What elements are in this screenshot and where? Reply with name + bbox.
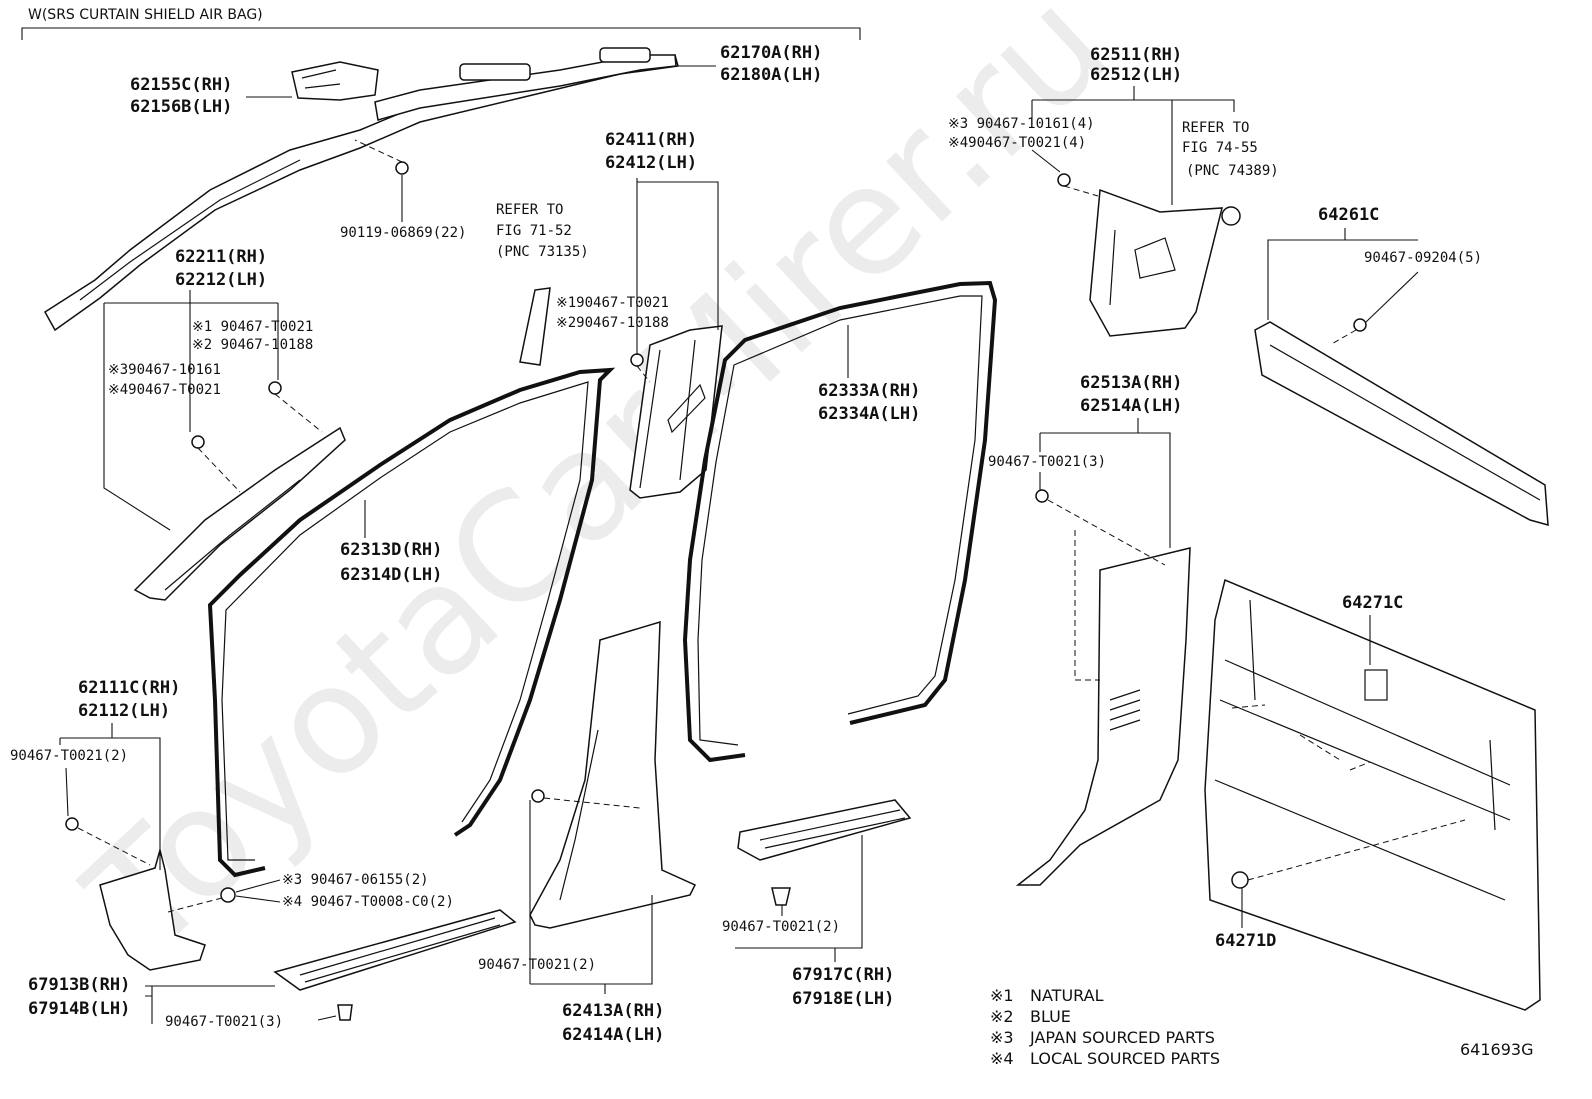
callout-bpillar-clips: ※190467-T0021 ※290467-10188 bbox=[556, 295, 669, 331]
part-number-label: 90467-T0021(2) bbox=[478, 957, 596, 973]
part-number-label: 62412(LH) bbox=[605, 153, 697, 173]
part-number-label: (PNC 74389) bbox=[1186, 163, 1279, 179]
callout-90467-06155: ※3 90467-06155(2) ※4 90467-T0008-C0(2) bbox=[235, 872, 454, 910]
front-door-weatherstrip bbox=[207, 367, 616, 878]
ref-fig-74-55: REFER TO FIG 74-55 (PNC 74389) bbox=[1182, 120, 1279, 179]
part-number-label: ※490467-T0021 bbox=[108, 382, 221, 398]
part-number-label: ※290467-10188 bbox=[556, 315, 669, 331]
part-number-label: 62156B(LH) bbox=[130, 97, 232, 117]
rear-scuff-plate bbox=[737, 799, 912, 906]
part-number-label: 62211(RH) bbox=[175, 247, 267, 267]
part-number-label: 67917C(RH) bbox=[792, 965, 894, 985]
part-number-label: ※3 90467-06155(2) bbox=[282, 872, 429, 888]
part-number-label: 62314D(LH) bbox=[340, 565, 442, 585]
part-number-label: FIG 71-52 bbox=[496, 223, 572, 239]
part-number-label: 62112(LH) bbox=[78, 701, 170, 721]
callout-62211: 62211(RH) 62212(LH) ※1 90467-T0021 ※2 90… bbox=[103, 247, 313, 531]
quarter-trim-upper bbox=[1057, 173, 1241, 337]
legend-text-4: LOCAL SOURCED PARTS bbox=[1030, 1049, 1220, 1068]
part-number-label: REFER TO bbox=[1182, 120, 1249, 136]
part-number-label: 62334A(LH) bbox=[818, 404, 920, 424]
callout-64271c: 64271C bbox=[1342, 593, 1403, 665]
callout-64271d: 64271D bbox=[1215, 888, 1276, 951]
curtain-airbag bbox=[44, 47, 679, 332]
part-number-label: 64271C bbox=[1342, 593, 1403, 613]
part-number-label: 62411(RH) bbox=[605, 130, 697, 150]
callout-64261c: 64261C 90467-09204(5) bbox=[1267, 205, 1482, 323]
part-number-label: 90119-06869(22) bbox=[340, 225, 466, 241]
front-scuff-plate bbox=[273, 909, 517, 1021]
part-number-label: 62111C(RH) bbox=[78, 678, 180, 698]
legend-mark-3: ※3 bbox=[990, 1028, 1014, 1047]
part-number-label: ※390467-10161 bbox=[108, 362, 221, 378]
part-number-label: 62313D(RH) bbox=[340, 540, 442, 560]
callout-62313d: 62313D(RH) 62314D(LH) bbox=[340, 500, 442, 585]
legend-text-1: NATURAL bbox=[1030, 986, 1104, 1005]
callout-67913b: 67913B(RH) 67914B(LH) 90467-T0021(3) bbox=[28, 975, 337, 1030]
figure-code: 641693G bbox=[1460, 1040, 1533, 1059]
callout-upper-clips: ※3 90467-10161(4) ※490467-T0021(4) bbox=[948, 116, 1095, 173]
callout-62413a: 62413A(RH) 62414A(LH) 90467-T0021(2) bbox=[478, 800, 664, 1045]
header-label: W(SRS CURTAIN SHIELD AIR BAG) bbox=[28, 7, 263, 23]
part-number-label: 64261C bbox=[1318, 205, 1379, 225]
part-number-label: FIG 74-55 bbox=[1182, 140, 1258, 156]
callout-62513a: 62513A(RH) 62514A(LH) 90467-T0021(3) bbox=[988, 373, 1182, 548]
callout-90119: 90119-06869(22) bbox=[340, 175, 466, 241]
part-number-label: REFER TO bbox=[496, 202, 563, 218]
part-number-label: 90467-T0021(2) bbox=[722, 919, 840, 935]
part-number-label: 62155C(RH) bbox=[130, 75, 232, 95]
part-number-label: 90467-T0021(2) bbox=[10, 748, 128, 764]
part-number-label: (PNC 73135) bbox=[496, 244, 589, 260]
part-number-label: 62513A(RH) bbox=[1080, 373, 1182, 393]
legend-text-3: JAPAN SOURCED PARTS bbox=[1029, 1028, 1215, 1047]
part-number-label: 90467-09204(5) bbox=[1364, 250, 1482, 266]
header-bracket: W(SRS CURTAIN SHIELD AIR BAG) bbox=[21, 7, 861, 40]
part-number-label: 62414A(LH) bbox=[562, 1025, 664, 1045]
part-number-label: 67913B(RH) bbox=[28, 975, 130, 995]
legend-mark-1: ※1 bbox=[990, 986, 1014, 1005]
callout-62155c: 62155C(RH) 62156B(LH) bbox=[130, 75, 292, 117]
quarter-trim-lower bbox=[1015, 489, 1191, 886]
rear-door-weatherstrip bbox=[682, 280, 998, 763]
part-number-label: 67914B(LH) bbox=[28, 999, 130, 1019]
a-pillar-garnish bbox=[133, 381, 346, 601]
back-panel-64271c bbox=[1204, 578, 1541, 1011]
part-number-label: ※190467-T0021 bbox=[556, 295, 669, 311]
part-number-label: ※2 90467-10188 bbox=[192, 337, 313, 353]
side-rail-64261c bbox=[1254, 318, 1549, 527]
part-number-label: ※3 90467-10161(4) bbox=[948, 116, 1095, 132]
part-number-label: ※4 90467-T0008-C0(2) bbox=[282, 894, 454, 910]
callout-62511: 62511(RH) 62512(LH) bbox=[1031, 45, 1235, 205]
legend-mark-4: ※4 bbox=[990, 1049, 1014, 1068]
b-pillar-upper bbox=[519, 287, 723, 499]
part-number-label: 62511(RH) bbox=[1090, 45, 1182, 65]
callout-62111c: 62111C(RH) 62112(LH) 90467-T0021(2) bbox=[10, 678, 180, 870]
part-number-label: 90467-T0021(3) bbox=[988, 454, 1106, 470]
part-number-label: 90467-T0021(3) bbox=[165, 1014, 283, 1030]
b-pillar-lower bbox=[529, 620, 697, 929]
part-number-label: 62512(LH) bbox=[1090, 65, 1182, 85]
callout-62333a: 62333A(RH) 62334A(LH) bbox=[818, 325, 920, 424]
callout-67917c: 90467-T0021(2) 67917C(RH) 67918E(LH) bbox=[722, 835, 894, 1009]
part-number-label: 62212(LH) bbox=[175, 270, 267, 290]
part-number-label: 62333A(RH) bbox=[818, 381, 920, 401]
legend-text-2: BLUE bbox=[1030, 1007, 1071, 1026]
callout-62411: 62411(RH) 62412(LH) bbox=[605, 130, 719, 355]
part-number-label: 64271D bbox=[1215, 931, 1276, 951]
part-number-label: 62413A(RH) bbox=[562, 1001, 664, 1021]
cowl-side-trim bbox=[65, 817, 236, 971]
part-number-label: 67918E(LH) bbox=[792, 989, 894, 1009]
legend: ※1 NATURAL ※2 BLUE ※3 JAPAN SOURCED PART… bbox=[990, 986, 1220, 1068]
part-number-label: 62514A(LH) bbox=[1080, 396, 1182, 416]
part-number-label: 62170A(RH) bbox=[720, 43, 822, 63]
part-number-label: 62180A(LH) bbox=[720, 65, 822, 85]
ref-fig-71-52: REFER TO FIG 71-52 (PNC 73135) bbox=[496, 202, 589, 260]
part-number-label: ※1 90467-T0021 bbox=[192, 319, 313, 335]
legend-mark-2: ※2 bbox=[990, 1007, 1014, 1026]
part-number-label: ※490467-T0021(4) bbox=[948, 135, 1086, 151]
callout-62170a: 62170A(RH) 62180A(LH) bbox=[674, 43, 822, 85]
